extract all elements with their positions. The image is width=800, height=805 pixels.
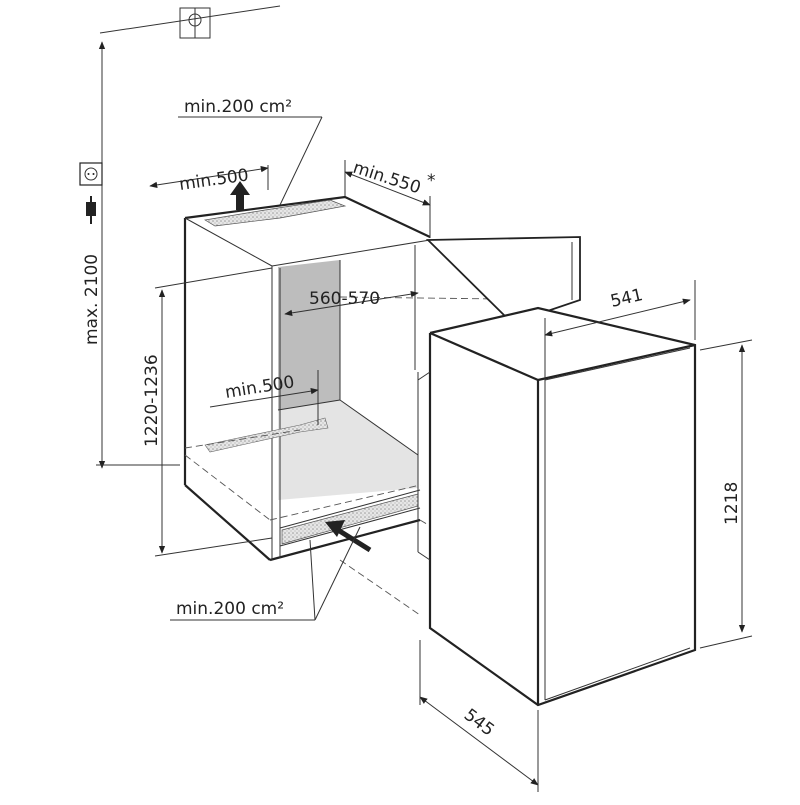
refrigerator-unit [417, 236, 697, 707]
unit-depth-label: 545 [460, 705, 498, 741]
unit-width-label: 541 [609, 285, 645, 312]
side-clearance-label: min.550 [350, 158, 423, 199]
vent-bottom-label: min.200 cm² [176, 599, 284, 619]
asterisk-label: * [427, 171, 436, 191]
top-vent [204, 199, 347, 227]
airflow-arrow-icon [230, 181, 250, 210]
power-plug-icon [86, 196, 96, 224]
unit-height-label: 1218 [722, 482, 742, 525]
niche-height-label: 1220-1236 [142, 354, 162, 447]
max-height-label: max. 2100 [82, 254, 102, 345]
max-height-dimension [96, 41, 180, 469]
socket-icon [79, 162, 103, 186]
vent-top-label: min.200 cm² [184, 97, 292, 117]
niche-width-label: 560-570 [309, 289, 380, 309]
ceiling-outlet-icon [99, 5, 281, 39]
